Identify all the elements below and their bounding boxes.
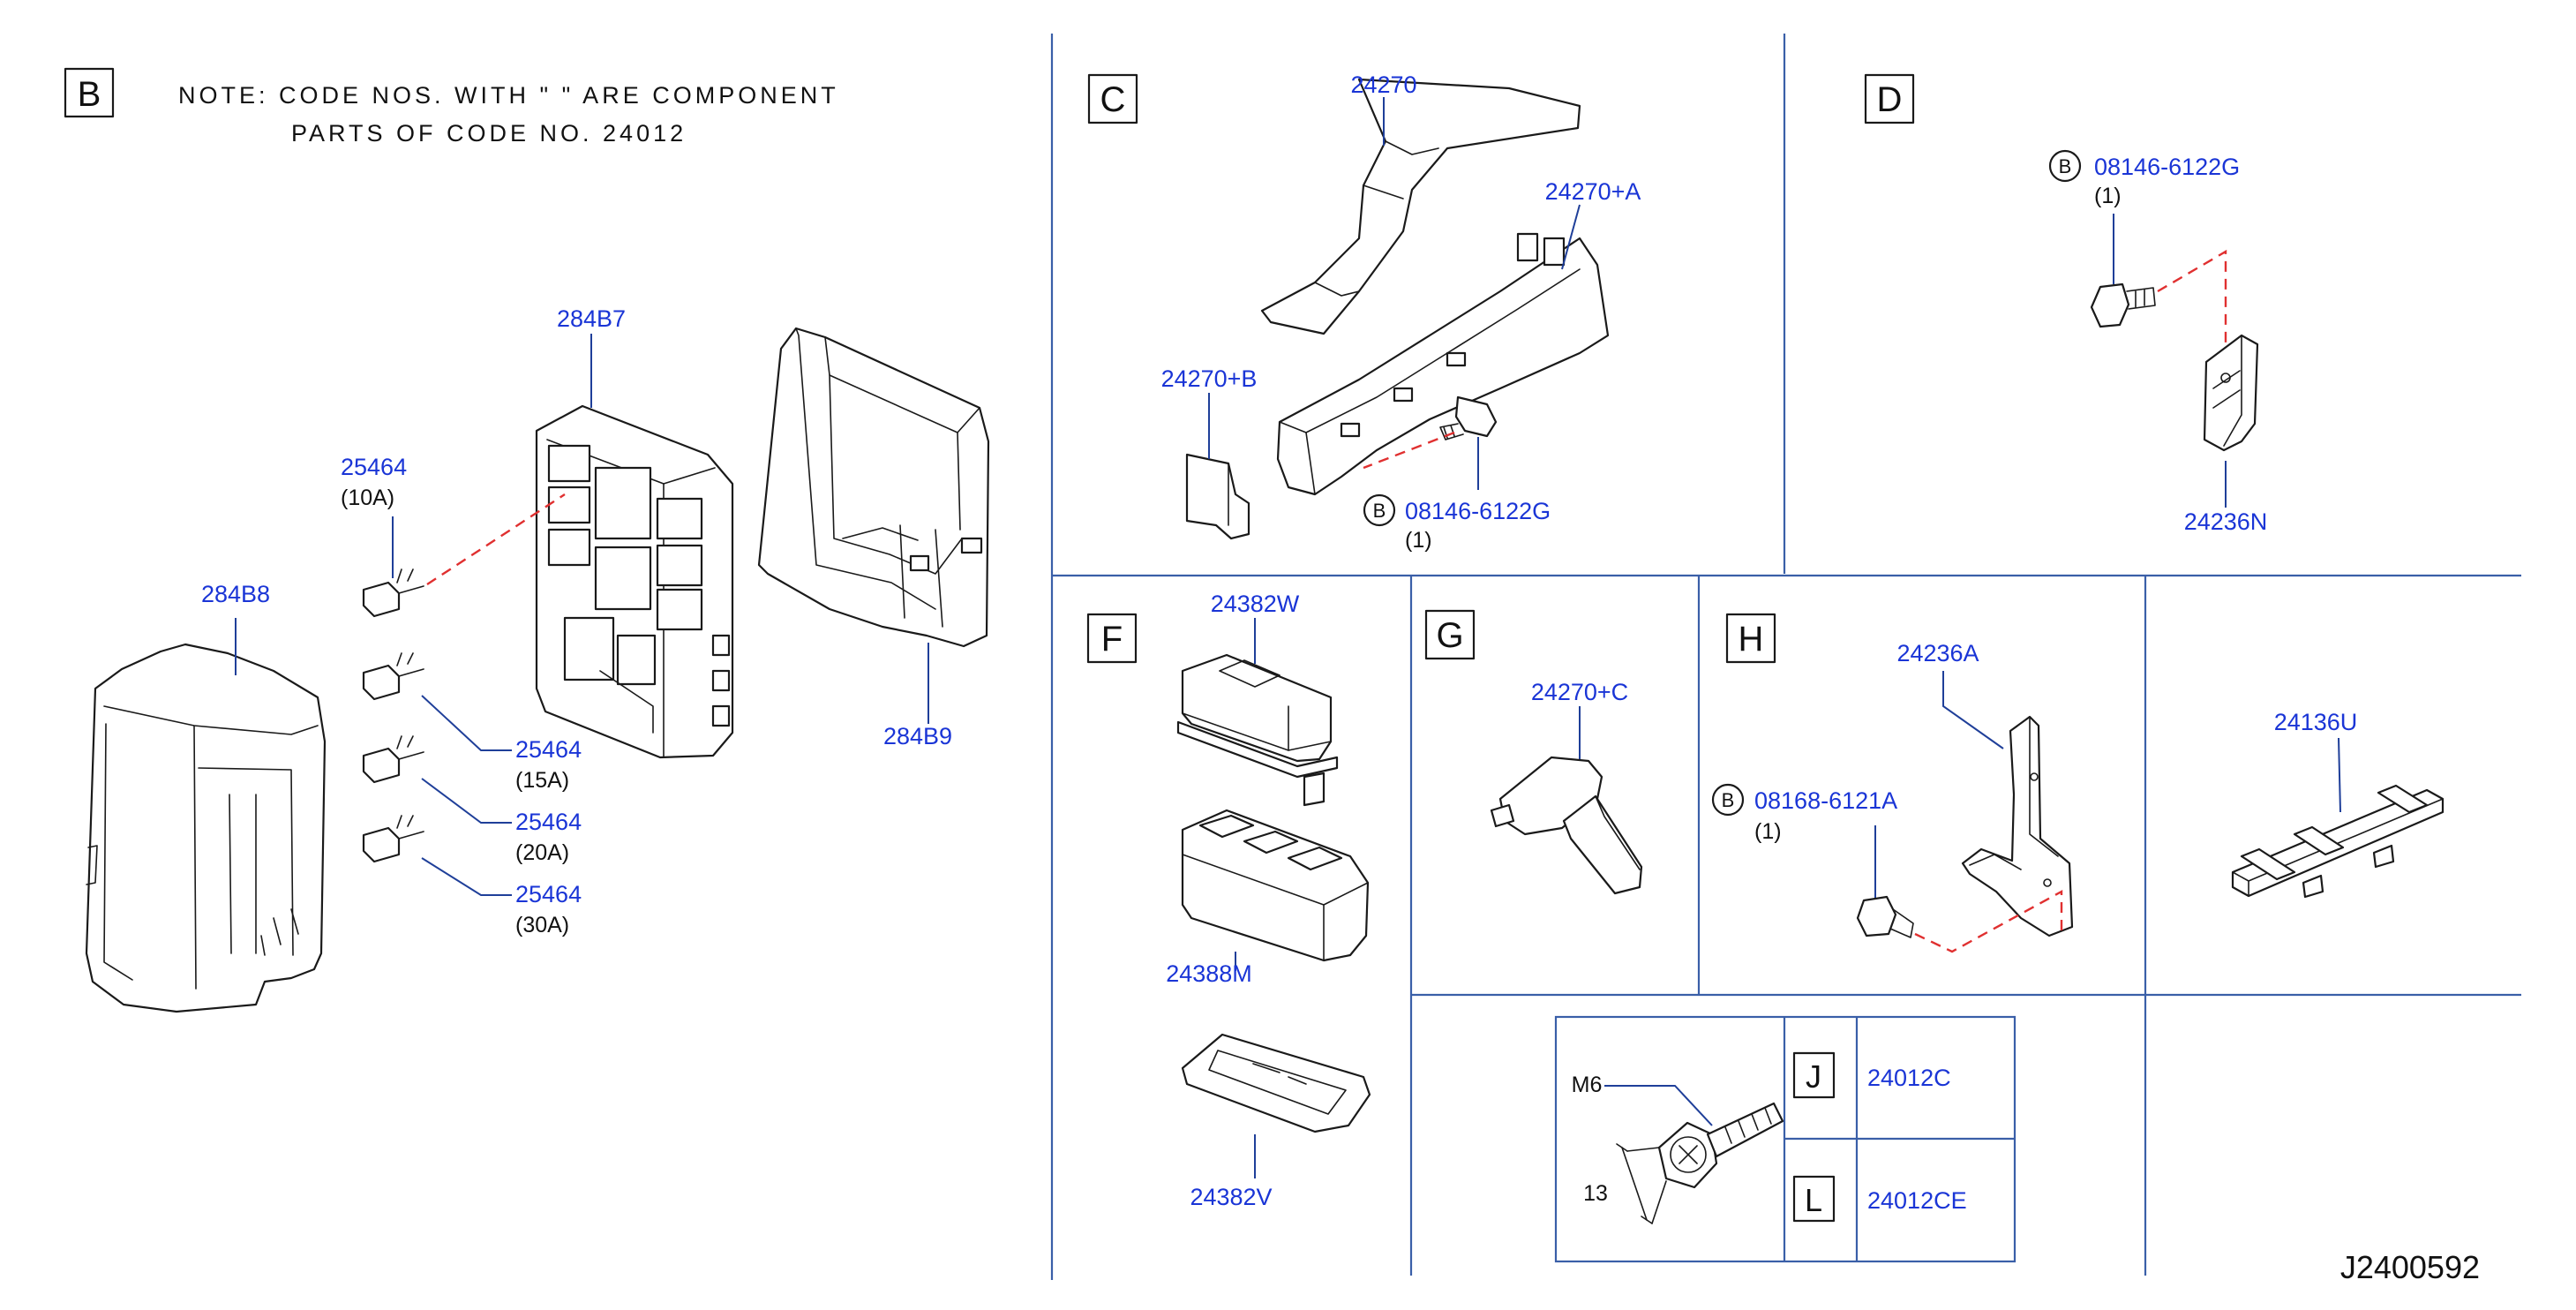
bolt-24012-drawing <box>1657 1102 1784 1189</box>
label-fuse-20a: 25464 <box>515 809 582 835</box>
svg-text:G: G <box>1436 616 1463 655</box>
bolt-marker-c: B <box>1373 500 1386 522</box>
relay-base-24382v-drawing <box>1181 1033 1371 1133</box>
drawing-id: J2400592 <box>2340 1249 2480 1285</box>
label-24236a: 24236A <box>1896 640 1979 666</box>
label-24382v: 24382V <box>1190 1184 1272 1210</box>
section-label-B: B <box>64 67 115 118</box>
fuse-20a-drawing <box>362 735 424 784</box>
fuse-30a-drawing <box>362 815 424 863</box>
section-label-D: D <box>1864 73 1915 124</box>
label-284B7: 284B7 <box>557 305 626 332</box>
label-24236n: 24236N <box>2184 508 2268 535</box>
fuse-relay-box-drawing <box>535 404 734 759</box>
section-label-G: G <box>1424 609 1476 660</box>
svg-text:C: C <box>1100 80 1126 119</box>
fuse-10a-drawing <box>362 568 424 618</box>
section-label-H: H <box>1725 613 1776 664</box>
label-24136u: 24136U <box>2274 709 2358 735</box>
fuse-box-cover-drawing <box>85 643 327 1013</box>
label-24388m: 24388M <box>1166 960 1252 987</box>
label-fuse-30a-rating: (30A) <box>515 913 569 937</box>
svg-text:H: H <box>1739 620 1764 659</box>
harness-protector-24270a-drawing <box>1276 232 1610 496</box>
section-label-J: J <box>1792 1051 1836 1099</box>
section-label-L: L <box>1792 1175 1836 1223</box>
label-fuse-20a-rating: (20A) <box>515 840 569 865</box>
fuse-15a-drawing <box>362 652 424 701</box>
bolt-h-drawing <box>1856 895 1914 938</box>
section-letter: B <box>78 75 101 114</box>
svg-text:F: F <box>1101 620 1123 659</box>
bracket-24270-drawing <box>1260 78 1581 335</box>
bracket-24236n-drawing <box>2203 334 2259 452</box>
bolt-d-drawing <box>2090 282 2156 328</box>
label-bolt-d: 08146-6122G <box>2094 154 2240 180</box>
label-bolt-c: 08146-6122G <box>1405 498 1551 524</box>
label-fuse-15a-rating: (15A) <box>515 768 569 793</box>
bolt-marker-d: B <box>2059 155 2072 177</box>
label-24012c: 24012C <box>1867 1065 1951 1091</box>
section-label-F: F <box>1086 613 1138 664</box>
label-bolt-h-qty: (1) <box>1754 819 1782 844</box>
label-24382w: 24382W <box>1211 591 1300 617</box>
clip-24136u-drawing <box>2231 784 2445 899</box>
label-dimension-13: 13 <box>1583 1181 1608 1206</box>
relay-block-24388m-drawing <box>1181 809 1370 962</box>
label-fuse-15a: 25464 <box>515 736 582 763</box>
label-m6: M6 <box>1572 1073 1603 1097</box>
label-bolt-h: 08168-6121A <box>1754 787 1897 814</box>
label-24270b: 24270+B <box>1161 365 1258 392</box>
bracket-24270b-drawing <box>1185 453 1250 540</box>
label-bolt-d-qty: (1) <box>2094 184 2122 208</box>
label-fuse-10a: 25464 <box>341 454 407 480</box>
bracket-24236a-drawing <box>1961 715 2074 937</box>
label-fuse-30a: 25464 <box>515 881 582 907</box>
bracket-284B9-drawing <box>757 327 990 648</box>
svg-text:L: L <box>1805 1182 1822 1218</box>
note-line-2: PARTS OF CODE NO. 24012 <box>291 120 687 147</box>
section-label-C: C <box>1087 73 1138 124</box>
bolt-c-drawing <box>1439 395 1498 440</box>
note-line-1: NOTE: CODE NOS. WITH " " ARE COMPONENT <box>178 82 839 109</box>
label-24012ce: 24012CE <box>1867 1187 1967 1214</box>
label-bolt-c-qty: (1) <box>1405 528 1432 553</box>
svg-text:D: D <box>1877 80 1903 119</box>
label-24270: 24270 <box>1350 72 1416 98</box>
label-284B9: 284B9 <box>883 723 952 749</box>
label-fuse-10a-rating: (10A) <box>341 486 394 510</box>
section-frames <box>1050 34 2521 1280</box>
label-284B8: 284B8 <box>201 581 270 607</box>
label-24270a: 24270+A <box>1545 178 1641 205</box>
bolt-marker-h: B <box>1722 789 1735 811</box>
label-24270c: 24270+C <box>1531 679 1628 705</box>
svg-text:J: J <box>1806 1058 1821 1095</box>
relay-cover-24382w-drawing <box>1176 653 1339 807</box>
clip-24270c-drawing <box>1490 756 1643 895</box>
